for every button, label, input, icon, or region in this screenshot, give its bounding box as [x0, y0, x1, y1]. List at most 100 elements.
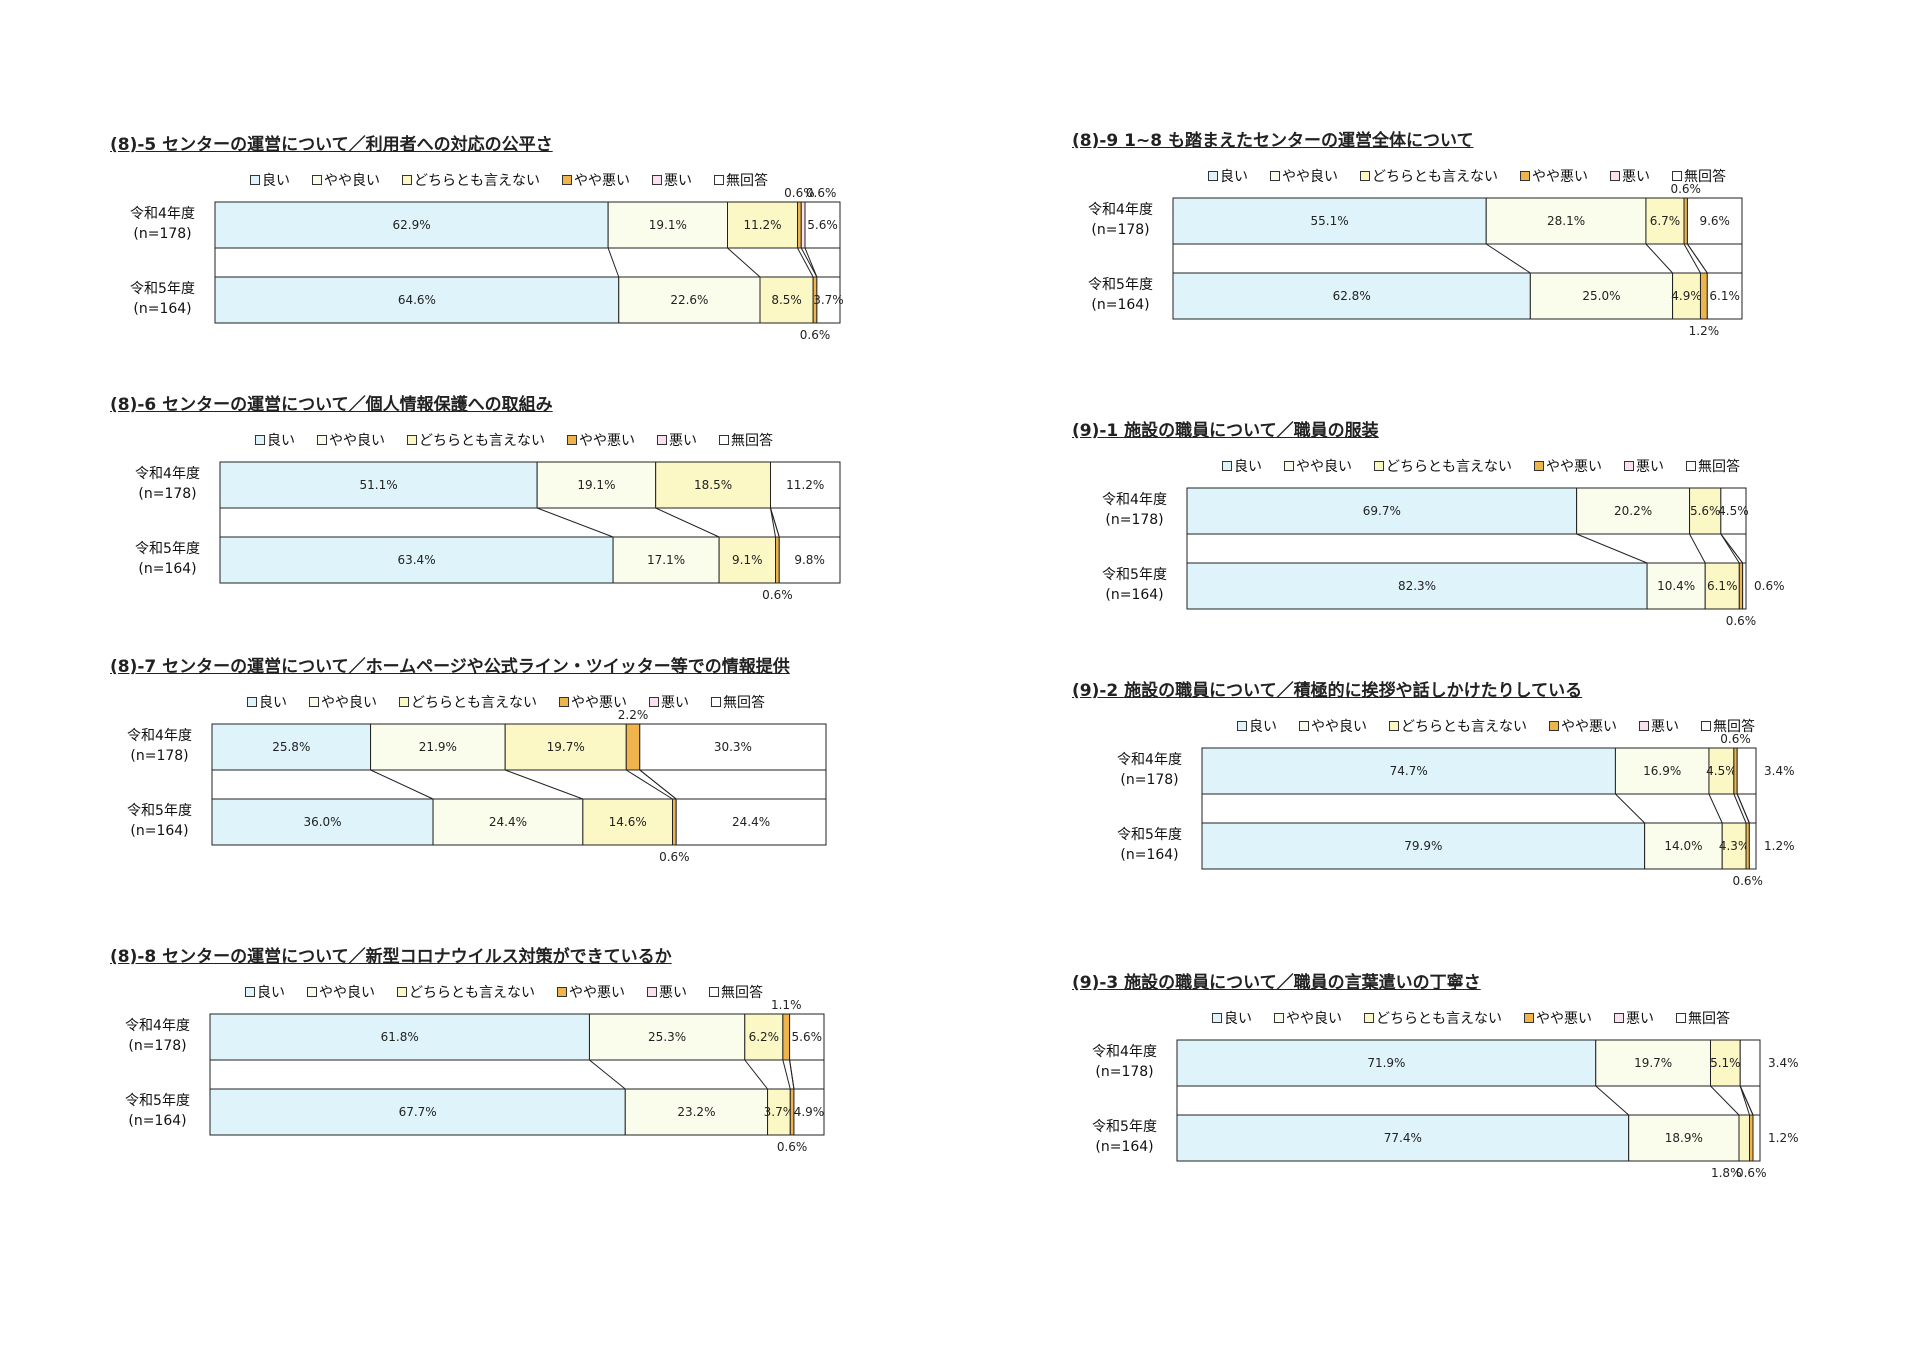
- bar-segment-no-answer: [1736, 747, 1757, 795]
- bar-segment-somewhat-good: [1595, 1039, 1711, 1087]
- bar-segment-good: [214, 201, 609, 249]
- legend-item-bad: 悪い: [1639, 716, 1679, 736]
- bar-segment-somewhat-good: [1644, 822, 1723, 870]
- data-label: 4.9%: [1671, 289, 1702, 303]
- legend-label: 悪い: [1651, 719, 1679, 735]
- data-label: 18.9%: [1665, 1131, 1703, 1145]
- plot-frame: [219, 507, 841, 538]
- data-label: 0.6%: [1754, 579, 1785, 593]
- data-label: 5.6%: [792, 1030, 823, 1044]
- data-label: 20.2%: [1614, 504, 1652, 518]
- legend-item-somewhat-good: やや良い: [1274, 1008, 1342, 1028]
- legend-item-no-answer: 無回答: [714, 170, 768, 190]
- data-label: 1.2%: [1768, 1131, 1799, 1145]
- legend-item-bad: 悪い: [1610, 166, 1650, 186]
- legend-item-somewhat-good: やや良い: [1299, 716, 1367, 736]
- data-label: 0.6%: [1732, 874, 1763, 888]
- row-year: 令和5年度: [130, 281, 195, 297]
- row-n: (n=164): [133, 301, 192, 317]
- legend-swatch-icon: [1360, 171, 1370, 181]
- data-label: 1.2%: [1689, 324, 1720, 338]
- data-label: 51.1%: [360, 478, 398, 492]
- legend-label: 良い: [1249, 719, 1277, 735]
- connector-line: [1689, 533, 1706, 564]
- legend: 良いやや良いどちらとも言えないやや悪い悪い無回答: [1208, 166, 1726, 186]
- legend-swatch-icon: [1389, 721, 1399, 731]
- legend-swatch-icon: [309, 697, 319, 707]
- data-label: 9.1%: [732, 553, 763, 567]
- legend-label: やや悪い: [1536, 1011, 1592, 1027]
- data-label: 22.6%: [670, 293, 708, 307]
- legend-swatch-icon: [312, 175, 322, 185]
- legend-item-good: 良い: [247, 692, 287, 712]
- data-label: 25.3%: [648, 1030, 686, 1044]
- legend-label: 悪い: [1622, 169, 1650, 185]
- data-label: 69.7%: [1363, 504, 1401, 518]
- legend-swatch-icon: [1676, 1013, 1686, 1023]
- data-label: 5.6%: [807, 218, 838, 232]
- legend-label: やや良い: [1296, 459, 1352, 475]
- legend-item-somewhat-bad: やや悪い: [1520, 166, 1588, 186]
- row-n: (n=164): [1105, 587, 1164, 603]
- legend-item-bad: 悪い: [649, 692, 689, 712]
- data-label: 5.6%: [1690, 504, 1721, 518]
- bar-segment-somewhat-bad: [775, 536, 780, 584]
- bar-plot: 51.1%19.1%18.5%11.2%63.4%17.1%9.1%0.6%9.…: [219, 461, 841, 602]
- connector-line: [797, 247, 814, 278]
- bar-segment-no-answer: [1739, 1039, 1761, 1087]
- legend-swatch-icon: [1284, 461, 1294, 471]
- legend-label: やや悪い: [1532, 169, 1588, 185]
- data-label: 1.1%: [771, 998, 802, 1012]
- bar-segment-somewhat-bad: [1738, 562, 1744, 610]
- legend-label: やや悪い: [571, 695, 627, 711]
- legend-item-neutral: どちらとも言えない: [399, 692, 537, 712]
- legend-swatch-icon: [1534, 461, 1544, 471]
- legend-swatch-icon: [245, 987, 255, 997]
- legend-label: どちらとも言えない: [411, 695, 537, 711]
- plot-frame: [1176, 1085, 1761, 1116]
- legend-swatch-icon: [714, 175, 724, 185]
- legend-swatch-icon: [711, 697, 721, 707]
- row-n: (n=164): [128, 1113, 187, 1129]
- legend-item-neutral: どちらとも言えない: [402, 170, 540, 190]
- legend-label: 良い: [1234, 459, 1262, 475]
- row-year: 令和5年度: [125, 1093, 190, 1109]
- legend-label: 良い: [1224, 1011, 1252, 1027]
- bar-segment-somewhat-good: [624, 1088, 769, 1136]
- connector-line: [1687, 243, 1708, 274]
- connector-line: [504, 769, 584, 800]
- data-label: 25.8%: [272, 740, 310, 754]
- row-n: (n=164): [1120, 847, 1179, 863]
- chart-title: (8)-5 センターの運営について／利用者への対応の公平さ: [110, 135, 553, 155]
- row-label: 令和4年度(n=178): [125, 464, 210, 504]
- legend-label: やや良い: [319, 985, 375, 1001]
- row-year: 令和5年度: [135, 541, 200, 557]
- data-label: 25.0%: [1582, 289, 1620, 303]
- bar-segment-no-answer: [1748, 822, 1757, 870]
- legend-swatch-icon: [247, 697, 257, 707]
- legend-label: どちらとも言えない: [1376, 1011, 1502, 1027]
- row-label: 令和4年度(n=178): [117, 726, 202, 766]
- legend-swatch-icon: [1701, 721, 1711, 731]
- row-label: 令和5年度(n=164): [1078, 275, 1163, 315]
- data-label: 6.2%: [749, 1030, 780, 1044]
- legend: 良いやや良いどちらとも言えないやや悪い悪い無回答: [245, 982, 763, 1002]
- connector-line: [804, 247, 818, 278]
- bar-segment-neutral: [1709, 1039, 1741, 1087]
- legend-swatch-icon: [647, 987, 657, 997]
- data-label: 19.7%: [547, 740, 585, 754]
- bar-segment-no-answer: [793, 1088, 825, 1136]
- legend-swatch-icon: [562, 175, 572, 185]
- legend: 良いやや良いどちらとも言えないやや悪い悪い無回答: [1222, 456, 1740, 476]
- row-year: 令和4年度: [1102, 492, 1167, 508]
- bar-segment-no-answer: [789, 1013, 825, 1061]
- row-label: 令和5年度(n=164): [1107, 825, 1192, 865]
- row-year: 令和4年度: [125, 1018, 190, 1034]
- connector-line: [1595, 1085, 1630, 1116]
- legend-label: 無回答: [1713, 719, 1755, 735]
- legend-label: やや悪い: [579, 433, 635, 449]
- row-year: 令和4年度: [1092, 1044, 1157, 1060]
- chart-title: (9)-1 施設の職員について／職員の服装: [1072, 421, 1379, 441]
- bar-segment-somewhat-bad: [672, 798, 677, 846]
- legend-item-somewhat-good: やや良い: [307, 982, 375, 1002]
